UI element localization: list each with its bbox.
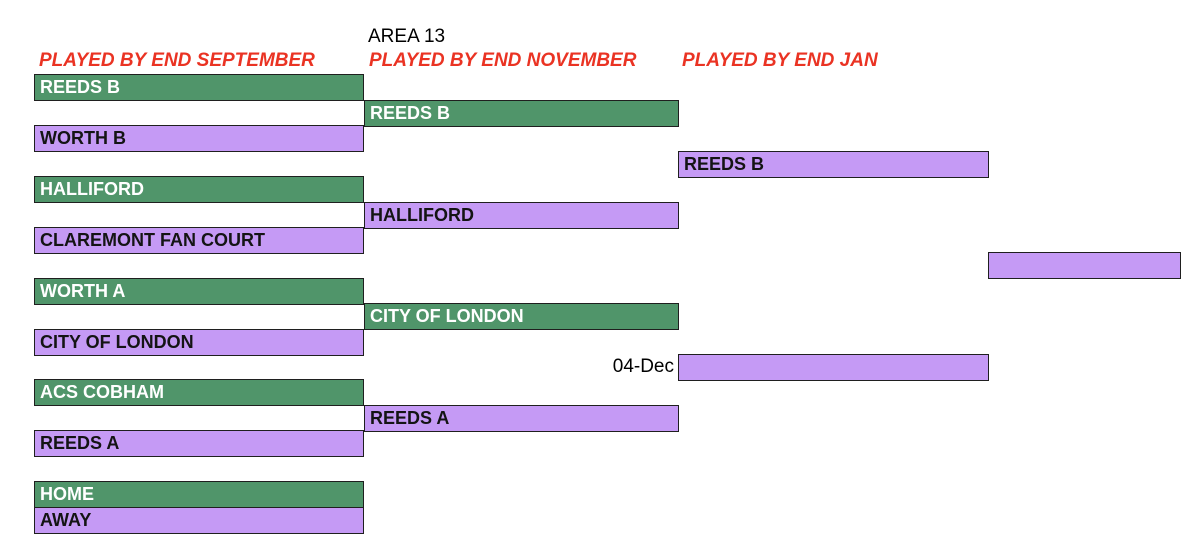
r2-team-slot: HALLIFORD: [364, 202, 679, 229]
r2-team-slot: REEDS A: [364, 405, 679, 432]
round-2-header: PLAYED BY END NOVEMBER: [369, 50, 637, 71]
r1-team-slot: REEDS B: [34, 74, 364, 101]
r1-team-slot: CITY OF LONDON: [34, 329, 364, 356]
round-3-header: PLAYED BY END JAN: [682, 50, 878, 71]
match-date: 04-Dec: [612, 356, 674, 377]
bracket-title: AREA 13: [368, 26, 446, 47]
r1-team-slot: WORTH A: [34, 278, 364, 305]
r1-team-slot: ACS COBHAM: [34, 379, 364, 406]
r2-team-slot: REEDS B: [364, 100, 679, 127]
r1-team-slot: HALLIFORD: [34, 176, 364, 203]
round-1-header: PLAYED BY END SEPTEMBER: [39, 50, 315, 71]
r2-team-slot: CITY OF LONDON: [364, 303, 679, 330]
r1-team-slot: REEDS A: [34, 430, 364, 457]
r1-team-slot: WORTH B: [34, 125, 364, 152]
r1-team-slot: CLAREMONT FAN COURT: [34, 227, 364, 254]
r3-team-slot: REEDS B: [678, 151, 989, 178]
r3-team-slot: [678, 354, 989, 381]
final-team-slot: [988, 252, 1181, 279]
legend-home: HOME: [34, 481, 364, 508]
legend-away: AWAY: [34, 507, 364, 534]
